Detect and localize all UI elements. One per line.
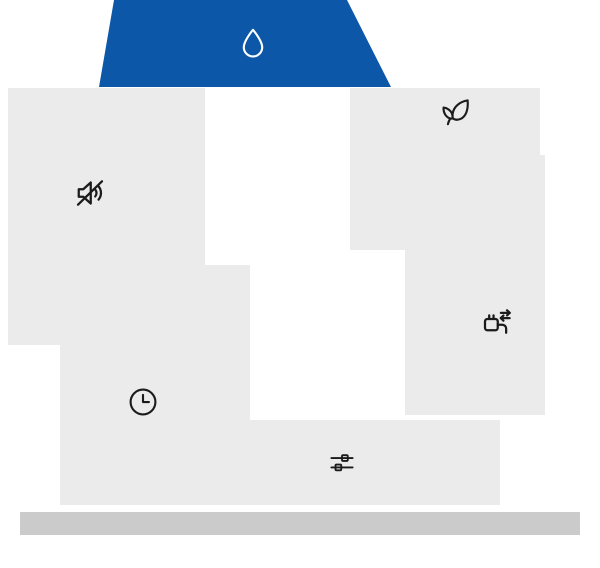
plug-sync-icon (483, 309, 511, 334)
sliders-icon (330, 454, 354, 472)
speaker-mute-icon (76, 180, 104, 206)
tile-plug-sync[interactable] (405, 155, 545, 415)
leaf-icon (442, 99, 469, 126)
water-drop-icon (242, 28, 264, 58)
water-hero-banner[interactable] (99, 0, 391, 87)
clock-icon (129, 388, 157, 416)
bottom-bar (20, 512, 580, 535)
tile-adjust-settings[interactable] (205, 420, 500, 505)
